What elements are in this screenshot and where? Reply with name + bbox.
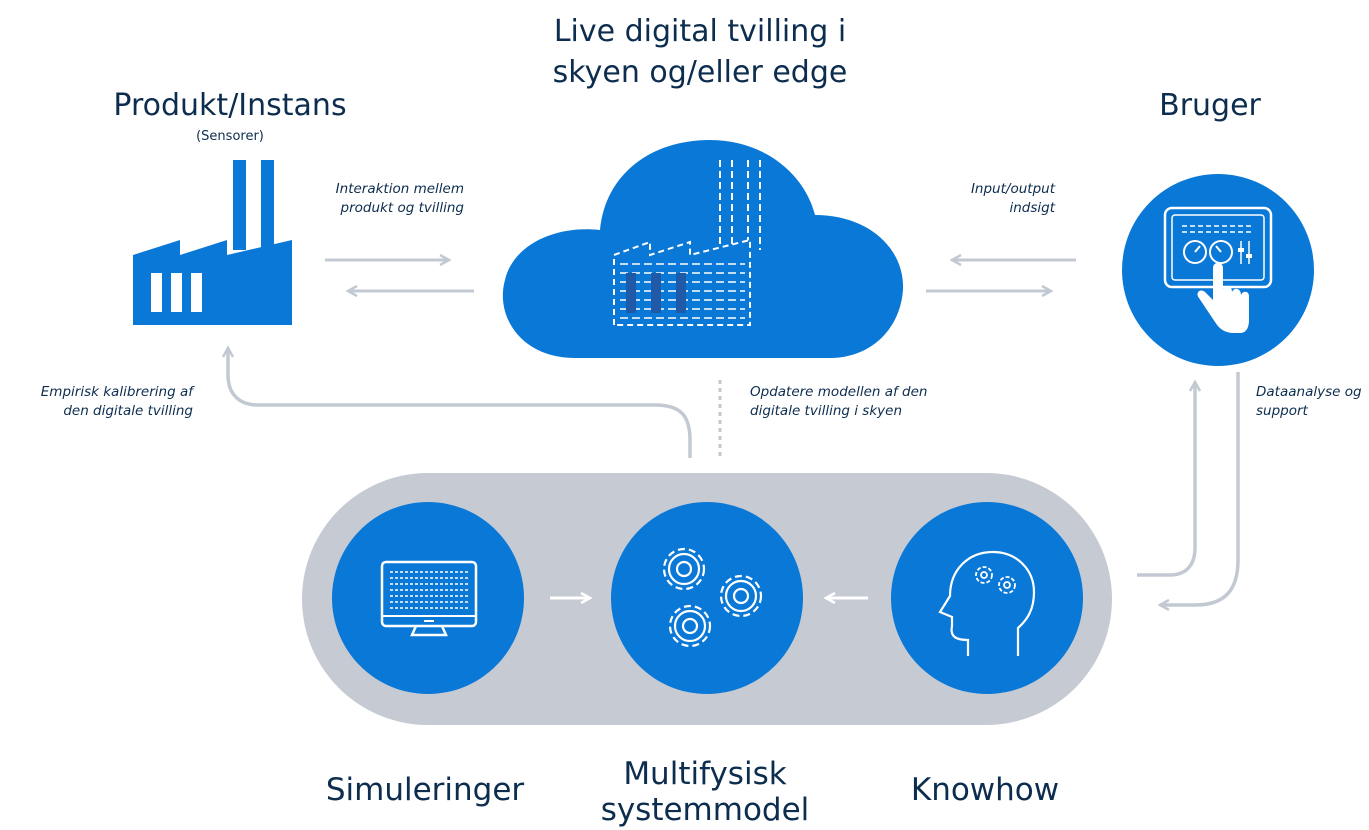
gears-icon (611, 502, 803, 694)
product-to-cloud-arrows (325, 260, 474, 291)
calibration-note-line2: den digitale tvilling (63, 403, 193, 419)
model-label-line1: Multifysisk (623, 756, 787, 792)
analysis-arrow-up (1137, 382, 1195, 577)
page-title-line1: Live digital tvilling i (553, 14, 847, 49)
interaction-note-line2: produkt og tvilling (340, 200, 464, 216)
analysis-note-line2: support (1256, 403, 1308, 419)
calibration-note-line1: Empirisk kalibrering af (40, 384, 193, 400)
analysis-note-line1: Dataanalyse og (1256, 384, 1362, 400)
page-title-line2: skyen og/eller edge (552, 55, 848, 90)
io-note-line2: indsigt (1009, 200, 1055, 216)
model-label-line2: systemmodel (600, 792, 810, 828)
cloud-icon (502, 140, 904, 358)
cloud-to-user-arrows (926, 260, 1076, 291)
knowhow-label: Knowhow (910, 772, 1060, 808)
calibration-arrow (228, 348, 692, 458)
product-sublabel: (Sensorer) (196, 129, 264, 144)
update-note-line2: digitale tvilling i skyen (750, 403, 903, 419)
interaction-note-line1: Interaktion mellem (335, 181, 464, 197)
head-gears-icon (891, 502, 1083, 694)
monitor-icon (332, 502, 524, 694)
factory-icon (133, 160, 292, 325)
analysis-arrow-down (1160, 372, 1240, 605)
simulations-label: Simuleringer (325, 772, 525, 808)
user-label: Bruger (1159, 88, 1261, 123)
update-note-line1: Opdatere modellen af den (750, 384, 928, 400)
io-note-line1: Input/output (970, 181, 1055, 197)
product-label: Produkt/Instans (113, 88, 347, 123)
touchscreen-dashboard-icon (1122, 174, 1314, 366)
